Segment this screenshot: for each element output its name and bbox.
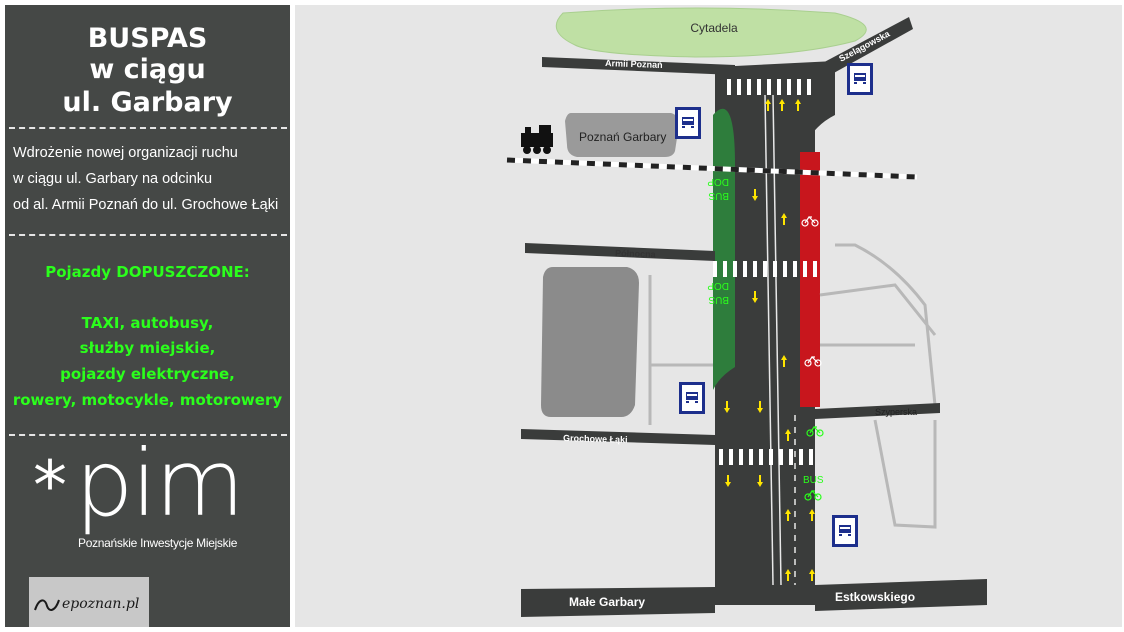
road-estkowskiego: [815, 579, 987, 611]
label-poznan-garbary: Poznań Garbary: [579, 130, 666, 144]
footpath-right: [819, 283, 937, 336]
description-line-1: Wdrożenie nowej organizacji ruchu: [13, 145, 238, 161]
crosswalk-bottom: [719, 449, 813, 465]
allowed-line-2: służby miejskie,: [79, 339, 216, 357]
bus-lane-marking: DOP: [707, 280, 729, 291]
bus-lane: [713, 108, 735, 390]
map: Cytadela Armii Poznań Szelągowska: [295, 5, 1122, 627]
lane-line: [764, 94, 774, 586]
epoznan-logo-icon: [34, 599, 60, 611]
divider: [9, 127, 287, 129]
road-garbary: [715, 90, 815, 605]
railway-dashes: [506, 157, 918, 180]
road-grochowe-laki: [521, 429, 715, 445]
road-armii-poznan: [542, 57, 735, 75]
pim-logo-word: pim: [75, 430, 245, 537]
pim-logo-star: *: [33, 447, 67, 526]
bicycle-icon: [806, 426, 824, 437]
pim-logo-subtitle: Poznańskie Inwestycje Miejskie: [78, 536, 238, 550]
bus-lane-marking: BUS: [708, 190, 729, 201]
lane-line: [772, 94, 782, 586]
park-cytadela: [555, 7, 867, 58]
bus-stop-icon: [847, 63, 873, 95]
epoznan-watermark: epoznan.pl: [29, 577, 149, 627]
title-line-2: w ciągu: [89, 54, 206, 85]
bus-stop-icon: [675, 107, 701, 139]
road-polnocna: [525, 243, 715, 261]
sidebar: BUSPAS w ciągu ul. Garbary Wdrożenie now…: [5, 5, 290, 627]
label-polnocna: Północna: [615, 248, 657, 259]
map-canvas: Cytadela Armii Poznań Szelągowska: [506, 7, 987, 617]
bus-lane-marking: BUS: [803, 475, 824, 486]
bus-stop-icon: [832, 515, 858, 547]
train-icon: [521, 125, 553, 154]
bicycle-icon: [801, 216, 819, 227]
label-grochowe-laki: Grochowe Łąki: [563, 433, 628, 445]
bus-lane-marking: BUS: [708, 294, 729, 305]
bicycle-icon: [804, 356, 822, 367]
crosswalk-polnocna: [713, 261, 817, 277]
title-line-1: BUSPAS: [87, 23, 208, 54]
divider: [9, 234, 287, 236]
allowed-heading: Pojazdy DOPUSZCZONE:: [45, 263, 250, 281]
description-line-3: od al. Armii Poznań do ul. Grochowe Łąki: [13, 197, 279, 213]
bus-stop-icon: [679, 382, 705, 414]
bike-lane: [800, 152, 820, 407]
description-line-2: w ciągu ul. Garbary na odcinku: [13, 171, 213, 187]
divider: [9, 434, 287, 436]
station-poznan-garbary: [565, 113, 679, 157]
allowed-line-1: TAXI, autobusy,: [81, 314, 214, 332]
footpath-right: [835, 243, 937, 406]
label-estkowskiego: Estkowskiego: [835, 590, 915, 604]
footpath-right: [873, 419, 937, 529]
title-line-3: ul. Garbary: [62, 87, 233, 118]
allowed-line-4: rowery, motocykle, motorowery: [12, 391, 283, 409]
building-block: [541, 267, 639, 417]
epoznan-text: epoznan.pl: [62, 596, 140, 612]
road-male-garbary: [521, 587, 715, 617]
road-szyperska: [815, 403, 940, 419]
allowed-line-3: pojazdy elektryczne,: [60, 365, 235, 383]
bicycle-icon: [804, 490, 822, 501]
railway: [506, 157, 918, 180]
label-cytadela: Cytadela: [690, 21, 738, 35]
label-szyperska: Szyperska: [875, 407, 917, 417]
label-male-garbary: Małe Garbary: [569, 595, 645, 609]
crosswalk-top: [727, 79, 811, 95]
road-szelagowska: [815, 17, 913, 79]
label-armii-poznan: Armii Poznań: [605, 58, 663, 70]
bus-lane-marking: DOP: [707, 176, 729, 187]
